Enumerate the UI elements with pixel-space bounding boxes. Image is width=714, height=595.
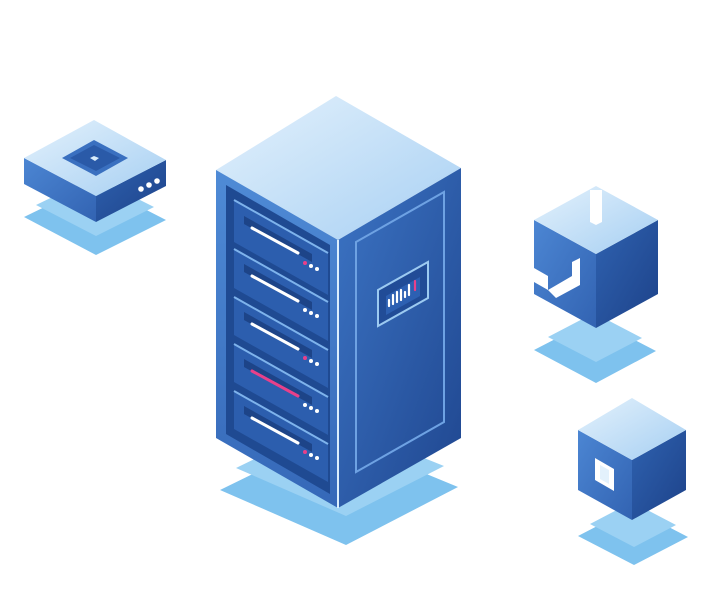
indicator-led	[309, 453, 313, 457]
cube-small-top-face	[578, 398, 686, 460]
drive-bay	[233, 199, 329, 295]
router-center-dot	[90, 156, 99, 161]
router-side-face	[96, 160, 166, 222]
indicator-led	[303, 261, 307, 265]
drive-light-white	[250, 226, 300, 255]
monitor-panel-screen	[386, 277, 420, 315]
indicator-led	[309, 406, 313, 410]
indicator-led	[309, 359, 313, 363]
drive-light-white	[250, 274, 300, 303]
drive-light-pink	[250, 369, 300, 398]
indicator-led	[315, 314, 319, 318]
drive-light-white	[250, 416, 300, 445]
cube-large-platform	[534, 313, 656, 383]
drive-bays	[233, 199, 329, 482]
indicator-led	[315, 456, 319, 460]
drive-light-white	[250, 322, 300, 351]
indicator-led	[303, 450, 307, 454]
cube-small-platform	[578, 502, 688, 565]
indicator-led	[303, 403, 307, 407]
cube-large-platform-upper	[548, 313, 642, 362]
cube-large	[534, 186, 658, 383]
cube-large-left-face	[534, 220, 596, 328]
rack-side-face	[338, 168, 461, 508]
rack-top-face	[216, 96, 461, 240]
indicator-led	[309, 311, 313, 315]
cube-large-right-face	[596, 220, 658, 328]
drive-bay-rim	[233, 248, 329, 303]
cube-large-top-notch	[590, 190, 602, 225]
cube-large-edge-notch	[534, 268, 548, 290]
drive-bay-rim	[233, 199, 329, 254]
drive-bay-highlighted	[233, 343, 329, 435]
cube-small	[578, 398, 688, 565]
drive-bay	[233, 296, 329, 388]
drive-bay	[233, 390, 329, 482]
drive-bay-rim	[233, 296, 329, 351]
drive-bay	[233, 248, 329, 341]
drive-bay-rim	[233, 390, 329, 445]
router-status-led	[146, 182, 152, 188]
cube-small-platform-upper	[590, 502, 676, 547]
indicator-led	[303, 308, 307, 312]
indicator-led	[315, 267, 319, 271]
drive-bay-rim	[233, 343, 329, 398]
cube-large-arrow-icon	[548, 258, 580, 298]
monitor-panel	[377, 260, 429, 328]
indicator-led	[315, 362, 319, 366]
server-rack	[216, 96, 461, 545]
indicator-led	[309, 264, 313, 268]
router-device	[24, 120, 166, 255]
rack-side-panel	[355, 190, 445, 474]
router-status-led	[154, 178, 160, 184]
router-status-led	[138, 186, 144, 192]
cube-small-window-inner	[600, 465, 609, 484]
indicator-led	[315, 409, 319, 413]
router-front-face	[24, 158, 96, 222]
indicator-led	[303, 356, 307, 360]
activity-bars	[387, 279, 417, 308]
